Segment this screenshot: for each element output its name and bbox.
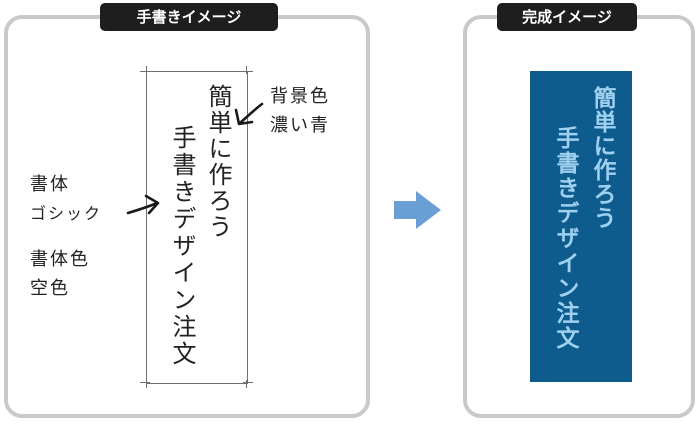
sketch-text-line-1: 簡単に作ろう <box>204 84 232 240</box>
hand-drawn-arrow-icon <box>126 194 160 215</box>
note-font-label: 書体 <box>30 174 70 195</box>
note-background-color-label: 背景色 <box>270 86 330 107</box>
finished-text-line-1: 簡単に作ろう <box>589 86 615 230</box>
note-font-color-value: 空色 <box>30 278 70 299</box>
sketch-text-line-2: 手書きデザイン注文 <box>168 125 196 368</box>
handwritten-image-panel <box>4 15 370 418</box>
crop-mark <box>243 382 253 383</box>
crop-mark <box>146 380 147 388</box>
finished-text-line-2: 手書きデザイン注文 <box>552 126 578 351</box>
hand-drawn-arrow-icon <box>234 102 264 126</box>
crop-mark <box>243 71 253 72</box>
crop-mark <box>140 382 150 383</box>
finished-design-box <box>530 71 632 382</box>
crop-mark <box>246 380 247 388</box>
note-font-value: ゴシック <box>30 204 103 223</box>
note-font-color-label: 書体色 <box>30 249 90 270</box>
handwritten-sketch-box <box>146 71 248 384</box>
right-arrow-icon <box>394 191 441 229</box>
note-background-color-value: 濃い青 <box>270 115 330 136</box>
crop-mark <box>146 66 147 74</box>
handwritten-image-badge: 手書きイメージ <box>100 3 278 31</box>
crop-mark <box>246 66 247 74</box>
crop-mark <box>140 71 150 72</box>
finished-image-badge: 完成イメージ <box>497 3 637 31</box>
